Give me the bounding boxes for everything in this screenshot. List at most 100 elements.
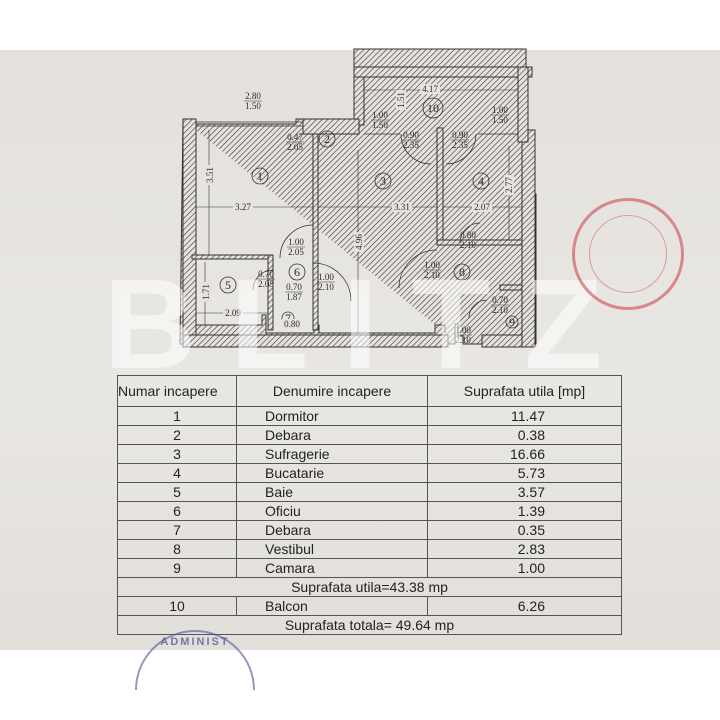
opening-width: 1.00 — [455, 325, 471, 335]
dimension-label-bg — [354, 232, 364, 252]
room-number-9: 9 — [509, 315, 515, 329]
room-number-circle — [422, 97, 444, 119]
area-cell: 0.35 — [427, 520, 622, 540]
dimension-label: 3.51 — [205, 167, 215, 183]
room-name-cell: Baie — [236, 482, 428, 502]
area-cell: 6.26 — [427, 596, 622, 616]
opening-width: 0.90 — [403, 130, 419, 140]
dimension-label: 1.71 — [201, 284, 211, 300]
room-number-circle — [318, 130, 336, 148]
room-number-1: 1 — [257, 169, 263, 183]
room-number-3: 3 — [380, 174, 386, 188]
room-number-circle — [288, 263, 306, 281]
room-number-cell: 10 — [117, 596, 237, 616]
opening-width: 0.80 — [460, 230, 476, 240]
room-number-4: 4 — [478, 174, 484, 188]
area-cell: 2.83 — [427, 539, 622, 559]
opening-width: 1.00 — [318, 272, 334, 282]
room-number-circle — [374, 172, 392, 190]
room-name-cell: Oficiu — [236, 501, 428, 521]
header-room-number: Numar incapere — [117, 375, 237, 407]
table-header-row: Numar incapere Denumire incapere Suprafa… — [117, 375, 622, 407]
room-number-7: 7 — [285, 311, 291, 325]
room-number-6: 6 — [294, 265, 300, 279]
room-name-cell: Balcon — [236, 596, 428, 616]
opening-height: 2.10 — [460, 240, 476, 250]
dimension-label-bg — [282, 319, 302, 329]
room-number-circle — [453, 263, 471, 281]
dimension-label-bg — [504, 175, 514, 195]
room-name-cell: Dormitor — [236, 406, 428, 426]
opening-height: 2.05 — [258, 279, 274, 289]
total-area-row: Suprafata totala= 49.64 mp — [117, 615, 622, 635]
dimension-label: 3.27 — [235, 202, 251, 212]
opening-height: 2.35 — [403, 140, 419, 150]
area-cell: 16.66 — [427, 444, 622, 464]
opening-height: 1.50 — [492, 115, 508, 125]
windows — [196, 121, 518, 135]
opening-width: 0.70 — [258, 269, 274, 279]
room-name-cell: Vestibul — [236, 539, 428, 559]
opening-height: 2.10 — [318, 282, 334, 292]
area-cell: 1.00 — [427, 558, 622, 578]
dimension-label: 2.09 — [225, 308, 241, 318]
room-number-cell: 9 — [117, 558, 237, 578]
dimension-label: 4.96 — [354, 234, 364, 250]
opening-height: 1.87 — [286, 292, 302, 302]
room-number-circle — [251, 167, 269, 185]
room-number-2: 2 — [324, 132, 330, 146]
area-cell: 5.73 — [427, 463, 622, 483]
header-area: Suprafata utila [mp] — [427, 375, 622, 407]
room-number-cell: 8 — [117, 539, 237, 559]
room-number-cell: 2 — [117, 425, 237, 445]
dimension-label: 3.31 — [394, 202, 410, 212]
dimension-label: 2.77 — [504, 177, 514, 193]
opening-width: 1.00 — [288, 237, 304, 247]
total-area: Suprafata totala= 49.64 mp — [117, 615, 622, 635]
room-number-cell: 5 — [117, 482, 237, 502]
room-number-circle — [219, 276, 237, 294]
area-cell: 1.39 — [427, 501, 622, 521]
room-number-cell: 7 — [117, 520, 237, 540]
room-number-cell: 4 — [117, 463, 237, 483]
opening-width: 0.90 — [452, 130, 468, 140]
opening-width: 0.70 — [492, 295, 508, 305]
dimension-label: 0.80 — [284, 319, 300, 329]
dimension-label-bg — [205, 165, 215, 185]
room-name-cell: Bucatarie — [236, 463, 428, 483]
opening-width: 1.00 — [372, 110, 388, 120]
dimension-label-bg — [392, 202, 412, 212]
opening-height: 2.05 — [288, 247, 304, 257]
area-cell: 0.38 — [427, 425, 622, 445]
room-number-5: 5 — [225, 278, 231, 292]
dimension-label-bg — [420, 84, 440, 94]
room-areas-table: Numar incapere Denumire incapere Suprafa… — [117, 375, 622, 635]
dimension-label-bg — [233, 202, 253, 212]
room-name-cell: Sufragerie — [236, 444, 428, 464]
bottom-margin — [0, 650, 720, 720]
opening-width: 0.70 — [286, 282, 302, 292]
dimension-label-bg — [201, 282, 211, 302]
dimension-label: 4.17 — [422, 84, 438, 94]
opening-width: 1.00 — [492, 105, 508, 115]
door-swings — [252, 133, 488, 319]
usable-area-total-row: Suprafata utila=43.38 mp — [117, 577, 622, 597]
opening-height: 2.10 — [455, 335, 471, 345]
dimension-label: 1.51 — [396, 92, 406, 108]
opening-width: 2.80 — [245, 91, 261, 101]
opening-width: 1.00 — [424, 260, 440, 270]
opening-height: 1.50 — [245, 101, 261, 111]
opening-height: 2.10 — [492, 305, 508, 315]
red-official-stamp — [572, 198, 684, 310]
dimension-label-bg — [472, 202, 492, 212]
area-cell: 11.47 — [427, 406, 622, 426]
